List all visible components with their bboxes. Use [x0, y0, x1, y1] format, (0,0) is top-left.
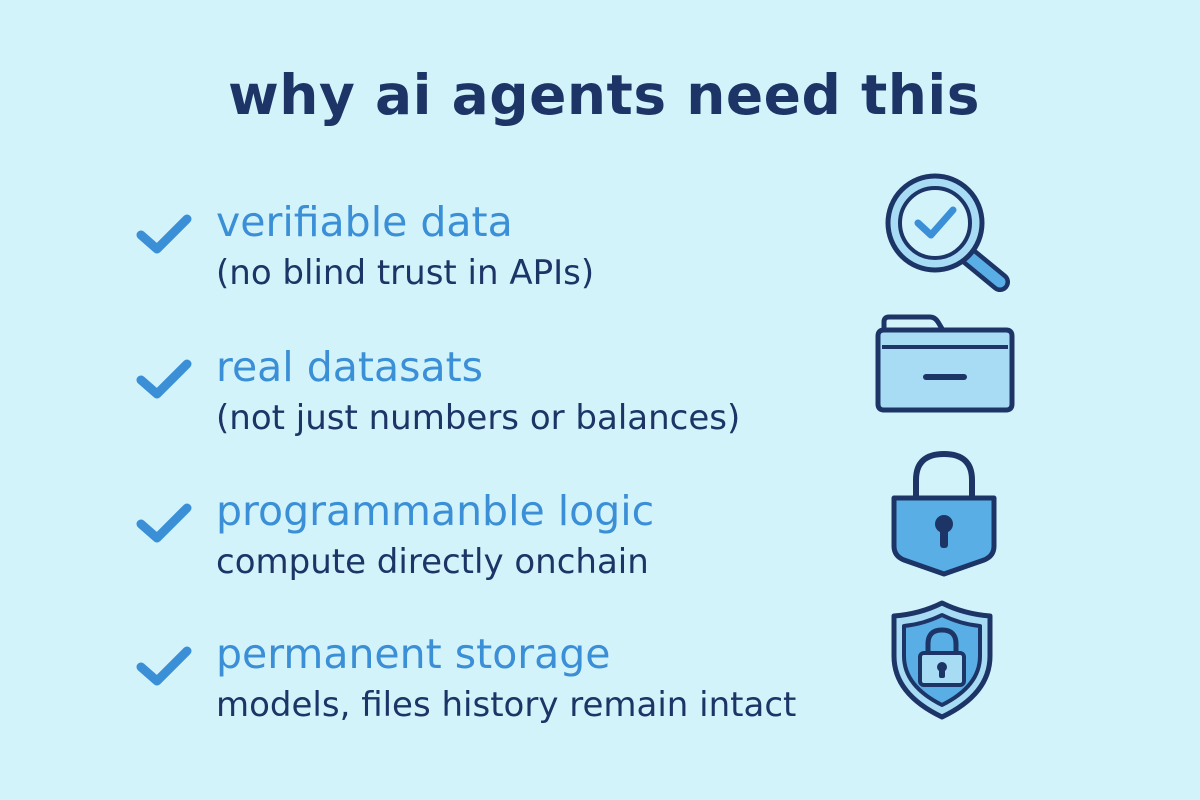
check-icon [136, 646, 192, 686]
list-item-permanent-storage: permanent storage models, files history … [0, 630, 1200, 770]
shield-lock-icon [891, 600, 993, 720]
check-icon [136, 214, 192, 254]
check-icon [136, 359, 192, 399]
item-detail: compute directly onchain [216, 542, 649, 582]
magnifier-check-icon [885, 173, 1010, 292]
item-heading: real datasats [216, 343, 484, 391]
list-item-real-datasats: real datasats (not just numbers or balan… [0, 343, 1200, 483]
item-detail: (no blind trust in APIs) [216, 253, 595, 293]
folder-icon [875, 314, 1015, 413]
check-icon [136, 503, 192, 543]
item-heading: verifiable data [216, 198, 513, 246]
item-detail: models, files history remain intact [216, 685, 797, 725]
item-detail: (not just numbers or balances) [216, 398, 741, 438]
list-item-programmable-logic: programmanble logic compute directly onc… [0, 487, 1200, 627]
padlock-icon [891, 450, 997, 577]
item-heading: permanent storage [216, 630, 611, 678]
item-heading: programmanble logic [216, 487, 655, 535]
list-item-verifiable-data: verifiable data (no blind trust in APIs) [0, 198, 1200, 338]
page-title: why ai agents need this [228, 63, 981, 127]
